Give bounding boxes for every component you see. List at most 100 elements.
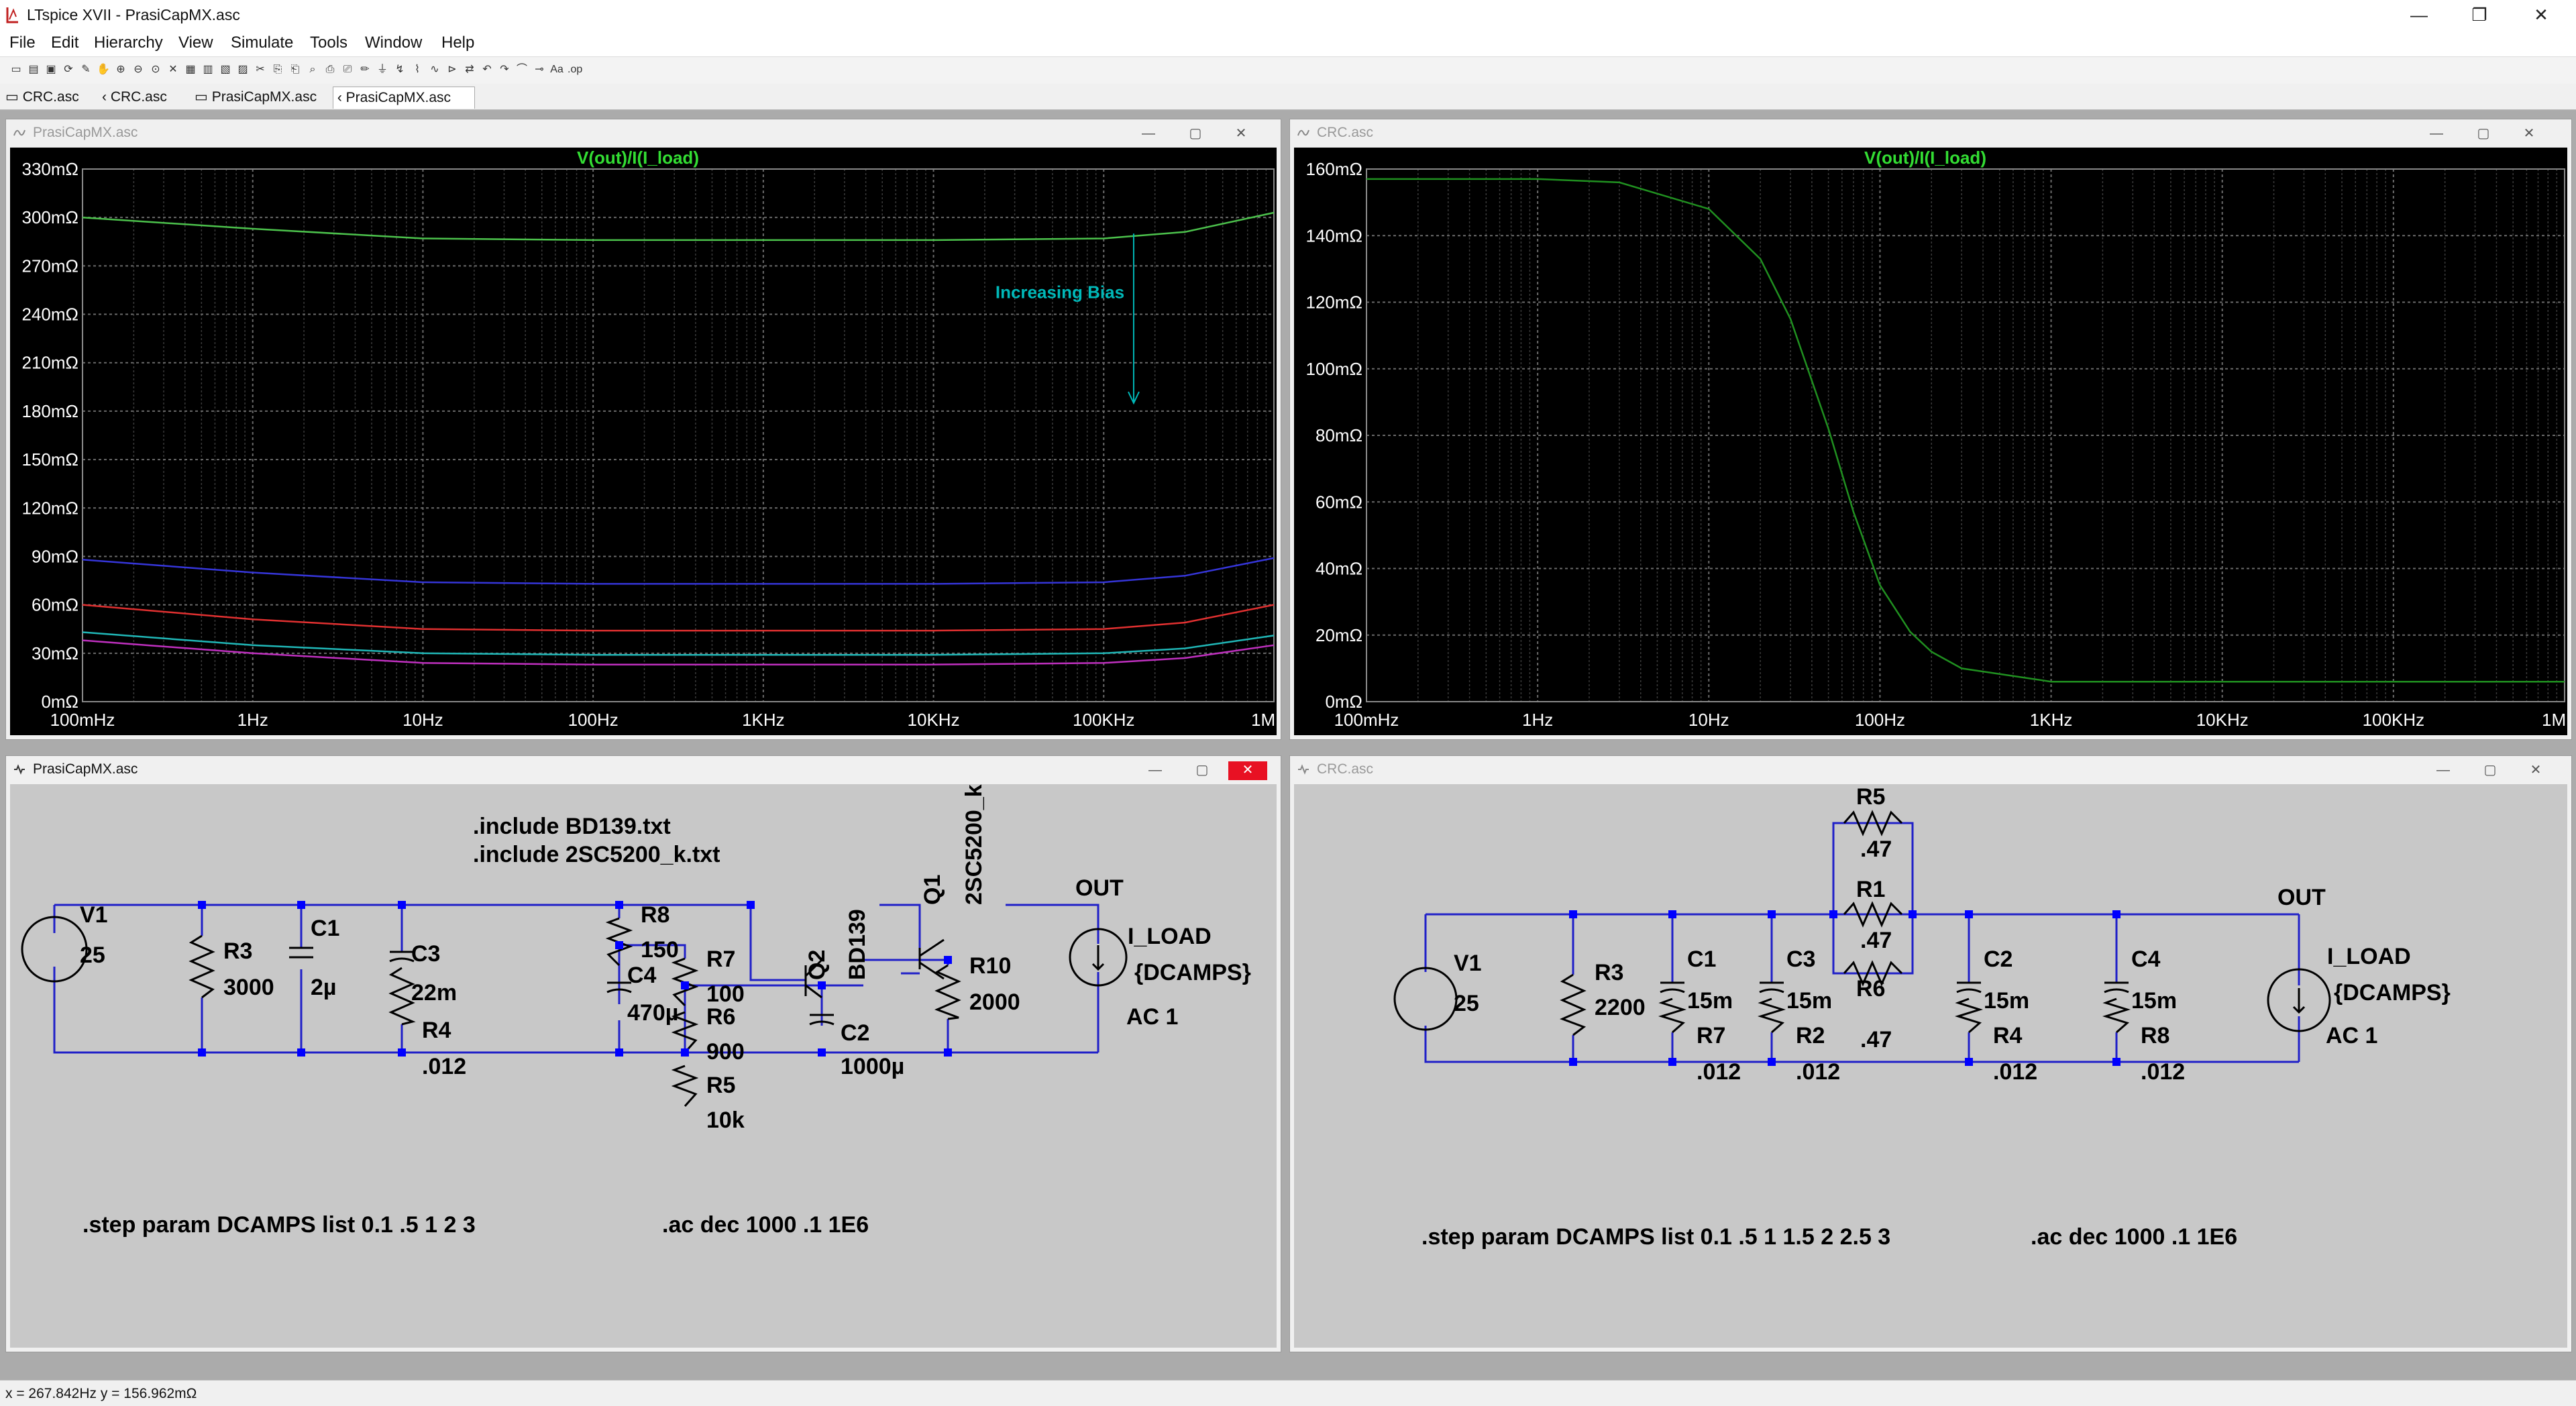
component-value[interactable]: 25 [80,942,105,968]
toolbar-button-icon[interactable]: ⊸ [535,64,544,75]
step-directive[interactable]: .step param DCAMPS list 0.1 .5 1 2 3 [83,1212,476,1238]
toolbar-button-icon[interactable]: ▨ [237,64,248,75]
schematic-pane[interactable]: .include BD139.txt .include 2SC5200_k.tx… [10,784,1277,1348]
toolbar-button-icon[interactable]: ⎗ [290,64,300,75]
toolbar-button-icon[interactable]: ⊖ [133,64,143,75]
menu-view[interactable]: View [178,34,213,52]
component-value[interactable]: AC 1 [2326,1023,2377,1048]
component-name[interactable]: C1 [311,916,339,941]
plot-pane[interactable]: 100mHz1Hz10Hz100Hz1KHz10KHz100KHz1MHz0mΩ… [10,148,1277,735]
component-name[interactable]: R6 [1856,976,1885,1002]
toolbar-button-icon[interactable]: ▥ [203,64,213,75]
toolbar-button-icon[interactable]: ⌕ [309,64,316,75]
minimize-button[interactable]: — [1148,763,1162,777]
toolbar-button-icon[interactable]: ✋ [97,64,110,75]
ac-directive[interactable]: .ac dec 1000 .1 1E6 [2031,1224,2237,1250]
menu-tools[interactable]: Tools [310,34,348,52]
component-name[interactable]: Q2 [804,950,830,980]
maximize-button[interactable]: ▢ [1189,126,1202,141]
toolbar-button-icon[interactable]: Aa [550,64,564,75]
toolbar-button-icon[interactable]: ⌇ [415,64,420,75]
component-value[interactable]: 15m [1786,988,1832,1014]
close-button[interactable]: ✕ [1228,761,1267,780]
component-name[interactable]: R6 [706,1004,735,1030]
schematic-crc[interactable]: .step param DCAMPS list 0.1 .5 1 1.5 2 2… [1294,784,2567,1348]
component-name[interactable]: R1 [1856,877,1885,902]
minimize-button[interactable]: — [2430,126,2443,141]
component-value[interactable]: .012 [2141,1059,2185,1085]
impedance-plot-prasicapmx[interactable]: 100mHz1Hz10Hz100Hz1KHz10KHz100KHz1MHz0mΩ… [10,148,1277,735]
net-label-out[interactable]: OUT [2277,885,2326,910]
toolbar-button-icon[interactable]: ▧ [220,64,231,75]
menu-file[interactable]: File [9,34,36,52]
include-directive[interactable]: .include BD139.txt [473,814,671,839]
component-value[interactable]: 25 [1454,991,1479,1016]
minimize-button[interactable]: — [2436,763,2450,777]
component-name[interactable]: Q1 [920,875,945,905]
menu-window[interactable]: Window [365,34,423,52]
toolbar-button-icon[interactable]: ↷ [500,64,509,75]
component-name[interactable]: R8 [641,902,669,928]
ac-directive[interactable]: .ac dec 1000 .1 1E6 [662,1212,869,1238]
toolbar-button-icon[interactable]: ✂ [256,64,265,75]
toolbar-button-icon[interactable]: ⎘ [273,64,282,75]
trace-label[interactable]: V(out)/I(I_load) [1864,148,1986,168]
plot-pane[interactable]: 100mHz1Hz10Hz100Hz1KHz10KHz100KHz1MHz0mΩ… [1294,148,2567,735]
component-value[interactable]: 150 [641,937,679,963]
component-value[interactable]: .012 [1993,1059,2037,1085]
component-name[interactable]: V1 [80,902,108,928]
toolbar-button-icon[interactable]: .op [568,64,583,75]
window-titlebar[interactable]: PrasiCapMX.asc — ▢ ✕ [6,119,1281,146]
component-name[interactable]: I_LOAD [1128,924,1212,949]
toolbar-button-icon[interactable]: ✎ [81,64,91,75]
tab-prasicapmx-2[interactable]: ‹ PrasiCapMX.asc [333,87,475,109]
component-name[interactable]: R3 [1595,960,1623,985]
toolbar-button-icon[interactable]: ⊙ [151,64,160,75]
component-value[interactable]: 22m [411,980,457,1006]
schematic-pane[interactable]: .step param DCAMPS list 0.1 .5 1 1.5 2 2… [1294,784,2567,1348]
minimize-button[interactable]: — [2410,5,2428,25]
toolbar-button-icon[interactable]: ∿ [430,64,439,75]
component-value[interactable]: 2µ [311,975,337,1000]
toolbar-button-icon[interactable]: ⇄ [465,64,474,75]
component-name[interactable]: R3 [223,938,252,964]
maximize-button[interactable]: ❐ [2471,5,2487,25]
component-value[interactable]: .47 [1860,928,1892,953]
component-name[interactable]: R10 [969,953,1011,979]
component-name[interactable]: C2 [841,1020,869,1046]
component-value[interactable]: {DCAMPS} [2334,980,2451,1006]
toolbar-button-icon[interactable]: ▦ [185,64,196,75]
component-name[interactable]: R4 [1993,1023,2023,1048]
menu-help[interactable]: Help [441,34,475,52]
component-name[interactable]: C2 [1984,947,2012,972]
maximize-button[interactable]: ▢ [2483,763,2497,777]
component-name[interactable]: R8 [2141,1023,2169,1048]
step-directive[interactable]: .step param DCAMPS list 0.1 .5 1 1.5 2 2… [1421,1224,1890,1250]
toolbar-button-icon[interactable]: ✕ [168,64,178,75]
toolbar-button-icon[interactable]: ▤ [28,64,39,75]
toolbar-button-icon[interactable]: ⊳ [447,64,457,75]
tab-crc-2[interactable]: ‹ CRC.asc [102,89,167,105]
component-value[interactable]: 15m [2131,988,2177,1014]
toolbar-button-icon[interactable]: ▭ [11,64,21,75]
component-value[interactable]: 2200 [1595,995,1646,1020]
component-value[interactable]: {DCAMPS} [1134,960,1251,985]
component-value[interactable]: .012 [1796,1059,1840,1085]
component-value[interactable]: 15m [1687,988,1733,1014]
component-name[interactable]: V1 [1454,951,1482,976]
component-value[interactable]: 15m [1984,988,2029,1014]
component-name[interactable]: C4 [2131,947,2161,972]
minimize-button[interactable]: — [1142,126,1155,141]
component-name[interactable]: R7 [706,947,735,972]
close-button[interactable]: ✕ [2530,763,2542,777]
tab-prasicapmx-1[interactable]: ▭ PrasiCapMX.asc [195,89,317,105]
toolbar-button-icon[interactable]: ⟳ [64,64,73,75]
close-button[interactable]: ✕ [1235,126,1247,141]
toolbar-button-icon[interactable]: ⏚ [376,64,388,75]
toolbar-button-icon[interactable]: ↶ [482,64,492,75]
menu-simulate[interactable]: Simulate [231,34,294,52]
schematic-window-prasicapmx[interactable]: PrasiCapMX.asc — ▢ ✕ [5,755,1281,1352]
toolbar-button-icon[interactable]: ↯ [395,64,405,75]
